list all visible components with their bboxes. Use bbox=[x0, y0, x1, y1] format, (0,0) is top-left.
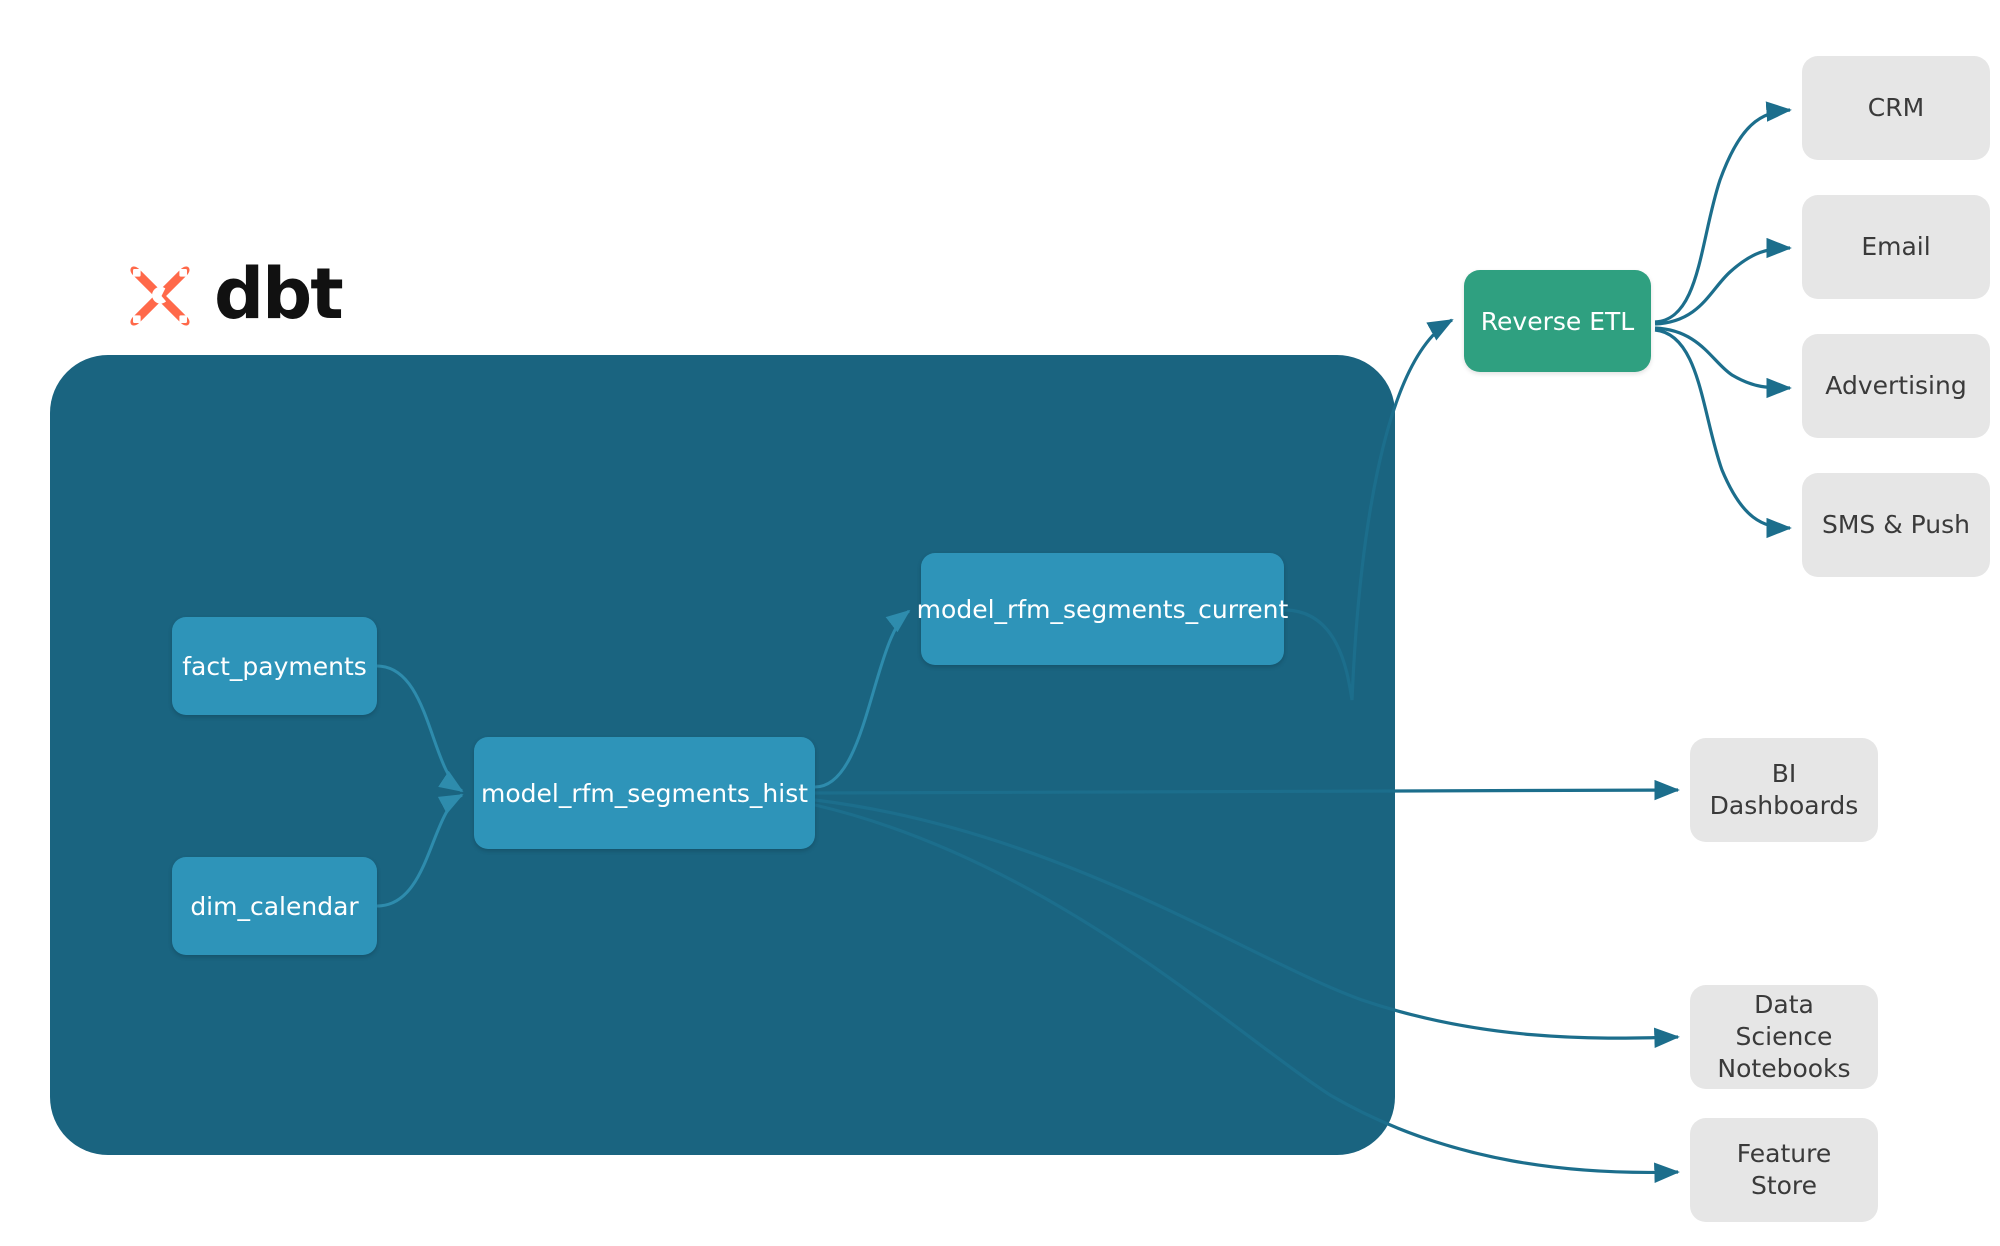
destination-label: Advertising bbox=[1825, 371, 1967, 400]
consumer-node-data-science-notebooks[interactable]: Data Science Notebooks bbox=[1690, 985, 1878, 1089]
destination-node-sms-push[interactable]: SMS & Push bbox=[1802, 473, 1990, 577]
model-node-label: model_rfm_segments_current bbox=[916, 594, 1289, 624]
consumer-label: Data Science Notebooks bbox=[1704, 989, 1864, 1085]
model-node-fact-payments[interactable]: fact_payments bbox=[172, 617, 377, 715]
model-node-label: model_rfm_segments_hist bbox=[480, 778, 809, 808]
destination-label: SMS & Push bbox=[1821, 510, 1971, 539]
model-node-label: dim_calendar bbox=[190, 891, 359, 921]
consumer-node-feature-store[interactable]: Feature Store bbox=[1690, 1118, 1878, 1222]
model-node-model-rfm-segments-current[interactable]: model_rfm_segments_current bbox=[917, 553, 1288, 665]
consumer-label-line-1: Data Science bbox=[1735, 990, 1833, 1051]
destination-label: Email bbox=[1861, 232, 1931, 261]
destination-node-crm[interactable]: CRM bbox=[1802, 56, 1990, 160]
model-node-label: fact_payments bbox=[182, 651, 367, 681]
dbt-logo-icon bbox=[130, 266, 190, 326]
destination-node-email[interactable]: Email bbox=[1802, 195, 1990, 299]
edge-reverse-etl-to-advertising bbox=[1654, 326, 1792, 399]
consumer-node-bi-dashboards[interactable]: BI Dashboards bbox=[1690, 738, 1878, 842]
dbt-wordmark: dbt bbox=[214, 253, 344, 335]
consumer-label-line-2: Notebooks bbox=[1717, 1054, 1851, 1083]
model-node-model-rfm-segments-hist[interactable]: model_rfm_segments_hist bbox=[474, 737, 815, 849]
edge-reverse-etl-to-email bbox=[1654, 237, 1792, 326]
destination-node-advertising[interactable]: Advertising bbox=[1802, 334, 1990, 438]
consumer-label: Feature Store bbox=[1736, 1139, 1832, 1200]
dbt-brand: dbt bbox=[122, 253, 344, 335]
consumer-label: BI Dashboards bbox=[1709, 759, 1859, 820]
edge-reverse-etl-to-crm bbox=[1654, 101, 1792, 324]
reverse-etl-node[interactable]: Reverse ETL bbox=[1464, 270, 1651, 372]
reverse-etl-label: Reverse ETL bbox=[1480, 306, 1635, 336]
model-node-dim-calendar[interactable]: dim_calendar bbox=[172, 857, 377, 955]
destination-label: CRM bbox=[1867, 93, 1925, 122]
edge-reverse-etl-to-sms-push bbox=[1654, 328, 1792, 539]
